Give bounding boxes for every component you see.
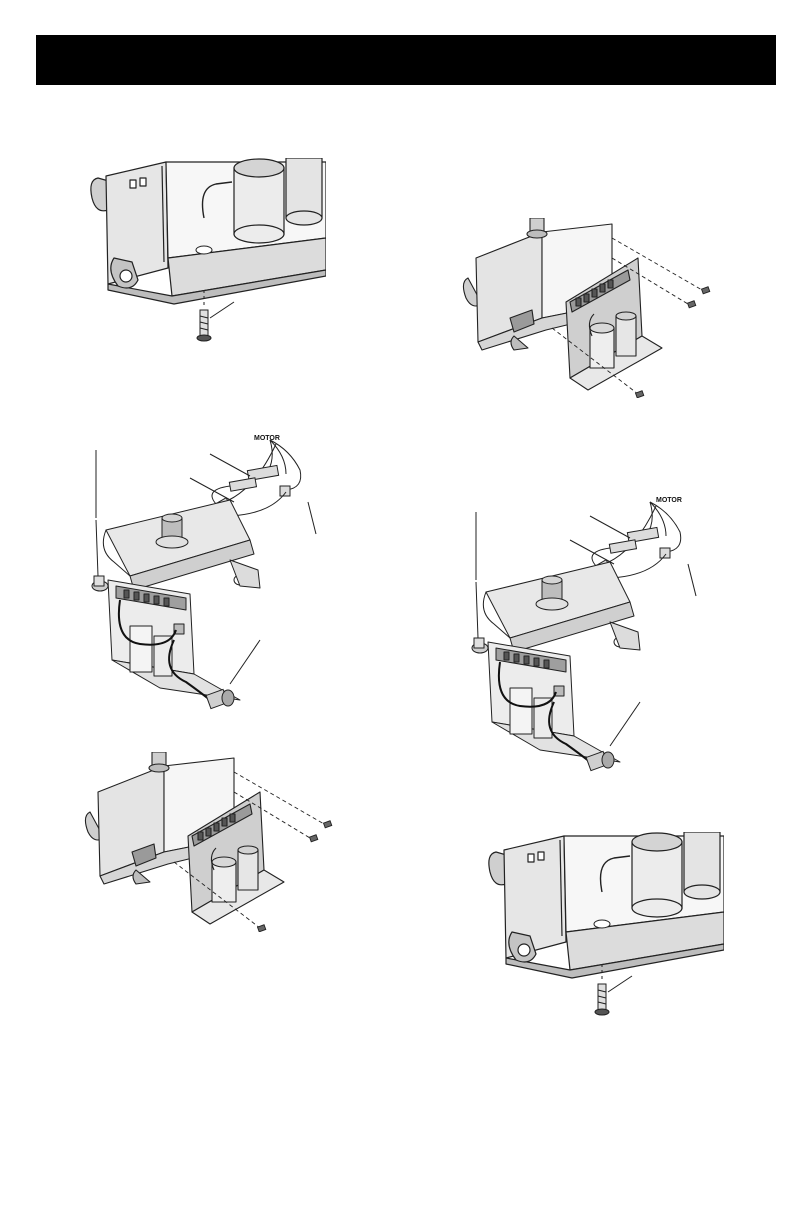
wiring-harness-figure-left: MOTOR [90,430,320,730]
wiring-harness-figure-right: MOTOR [470,492,700,792]
motor-label: MOTOR [656,497,682,504]
chassis-screw-figure-bottom-right [484,832,724,1022]
motor-label: MOTOR [254,435,280,442]
chassis-screw-figure-top-left [86,158,326,348]
header-bar [36,35,776,85]
exploded-board-figure-bottom-left [84,752,344,932]
exploded-board-figure-top-right [462,218,722,398]
